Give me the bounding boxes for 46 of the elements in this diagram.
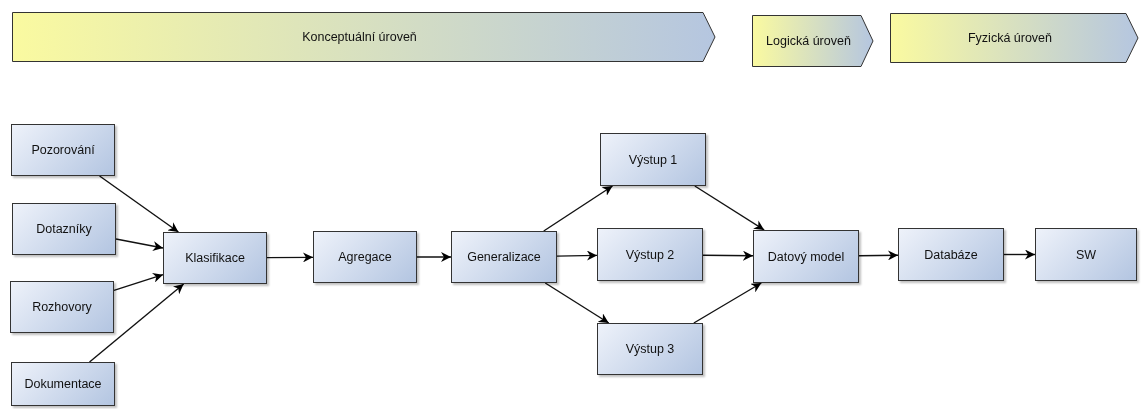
arrow	[115, 238, 164, 252]
process-box	[313, 231, 417, 283]
process-box	[753, 230, 859, 283]
arrow	[416, 252, 452, 262]
process-box	[898, 228, 1004, 281]
arrow	[543, 185, 614, 232]
process-box	[451, 231, 557, 283]
level-arrow-band	[890, 13, 1138, 63]
process-box	[11, 362, 115, 406]
arrow	[858, 250, 899, 261]
arrow	[694, 185, 765, 231]
process-box	[597, 323, 703, 375]
arrow	[88, 283, 185, 363]
arrow	[693, 282, 762, 324]
arrow	[98, 175, 180, 233]
step-label: Agregace	[338, 250, 392, 264]
step-label: Dotazníky	[36, 222, 92, 236]
level-arrow-band	[12, 12, 715, 62]
level-label: Konceptuální úroveň	[302, 30, 418, 44]
step-label: SW	[1075, 247, 1097, 262]
step-label: Rozhovory	[32, 300, 92, 314]
level-arrow-band	[752, 15, 873, 67]
step-label: Klasifikace	[185, 251, 245, 265]
level-label: Logická úroveň	[766, 34, 852, 48]
arrow	[544, 282, 610, 324]
step-label: Výstup 3	[625, 342, 675, 356]
arrow	[556, 250, 598, 261]
process-box	[12, 203, 116, 255]
arrow	[266, 252, 314, 263]
step-label: Datový model	[767, 249, 845, 264]
process-box	[600, 133, 706, 186]
step-label: Dokumentace	[24, 377, 102, 391]
arrow	[113, 272, 164, 292]
level-label: Fyzická úroveň	[967, 31, 1054, 45]
step-label: Generalizace	[467, 250, 541, 264]
step-label: Výstup 2	[625, 247, 675, 262]
process-box	[10, 281, 114, 333]
process-box	[163, 232, 267, 284]
step-label: Pozorování	[31, 143, 95, 157]
arrow	[1003, 249, 1036, 260]
step-label: Databáze	[924, 247, 978, 262]
arrow	[702, 250, 754, 261]
step-label: Výstup 1	[628, 152, 678, 167]
process-box	[1035, 228, 1137, 281]
process-box	[597, 228, 703, 281]
process-box	[11, 124, 115, 176]
